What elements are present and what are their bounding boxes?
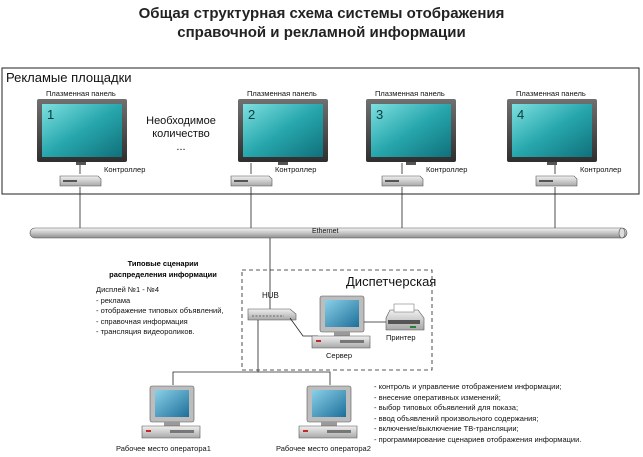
controller-4-label: Контроллер: [580, 165, 622, 174]
printer-device: [385, 303, 425, 331]
scenarios-title: Типовые сценарии распределения информаци…: [98, 258, 228, 280]
dispatch-label: Диспетчерская: [346, 274, 437, 289]
hub-label: HUB: [262, 291, 279, 300]
server-label: Сервер: [326, 351, 353, 360]
function-item: - выбор типовых объявлений для показа;: [374, 403, 519, 412]
hub-device: [247, 308, 297, 321]
operator-2-label: Рабочее место оператора2: [276, 444, 371, 453]
operator-1-label: Рабочее место оператора1: [116, 444, 211, 453]
scenario-item: - трансляция видеороликов.: [96, 327, 195, 336]
controller-2-label: Контроллер: [275, 165, 317, 174]
scenario-item: - реклама: [96, 295, 131, 305]
function-item: - внесение оперативных изменений;: [374, 392, 501, 402]
quantity-note-line1: Необходимое: [146, 115, 216, 127]
controller-links: [79, 187, 556, 232]
ethernet-bus: [29, 227, 628, 239]
printer-label: Принтер: [386, 333, 416, 342]
plasma-panel-4: [507, 99, 597, 165]
quantity-note-line3: ...: [176, 141, 186, 153]
scenarios-title-line2: распределения информации: [109, 270, 217, 279]
plasma-panel-3: [366, 99, 456, 165]
server-computer: [311, 295, 371, 349]
operator-2-computer: [298, 385, 358, 439]
diagram-title-line2: справочной и рекламной информации: [177, 24, 466, 41]
function-item: - программирование сценариев отображения…: [374, 434, 582, 444]
panel-3-number: 3: [376, 107, 384, 122]
panel-1-caption: Плазменная панель: [46, 89, 116, 98]
ad-area-label: Рекламые площадки: [6, 70, 132, 85]
controller-3: [381, 175, 424, 187]
dispatch-frame: [241, 269, 433, 371]
scenarios-title-line1: Типовые сценарии: [127, 259, 199, 268]
ethernet-label: Ethernet: [312, 228, 339, 235]
panel-2-caption: Плазменная панель: [247, 89, 317, 98]
controller-2: [230, 175, 273, 187]
operator-1-computer: [141, 385, 201, 439]
controller-1-label: Контроллер: [104, 165, 146, 174]
function-item: - контроль и управление отображением инф…: [374, 382, 562, 391]
diagram-title-line1: Общая структурная схема системы отображе…: [138, 5, 505, 22]
plasma-panel-2: [238, 99, 328, 165]
function-item: - ввод объявлений произвольного содержан…: [374, 413, 539, 423]
panel-2-number: 2: [248, 107, 256, 122]
scenarios-list: Дисплей №1 - №4 - реклама - отображение …: [96, 285, 224, 338]
panel-3-caption: Плазменная панель: [375, 89, 445, 98]
quantity-note-line2: количество: [152, 128, 210, 140]
controller-1: [59, 175, 102, 187]
scenario-item: - отображение типовых объявлений,: [96, 306, 224, 315]
controller-3-label: Контроллер: [426, 165, 468, 174]
scenario-item: - справочная информация: [96, 316, 188, 326]
panel-4-caption: Плазменная панель: [516, 89, 586, 98]
panel-4-number: 4: [517, 107, 525, 122]
quantity-note: Необходимое количество ...: [136, 115, 226, 154]
controller-4: [535, 175, 578, 187]
panel-1-number: 1: [47, 107, 55, 122]
scenario-item: Дисплей №1 - №4: [96, 285, 159, 294]
plasma-panel-1: [37, 99, 127, 165]
functions-list: - контроль и управление отображением инф…: [374, 382, 581, 445]
function-item: - включение/выключение ТВ-трансляции;: [374, 424, 519, 433]
